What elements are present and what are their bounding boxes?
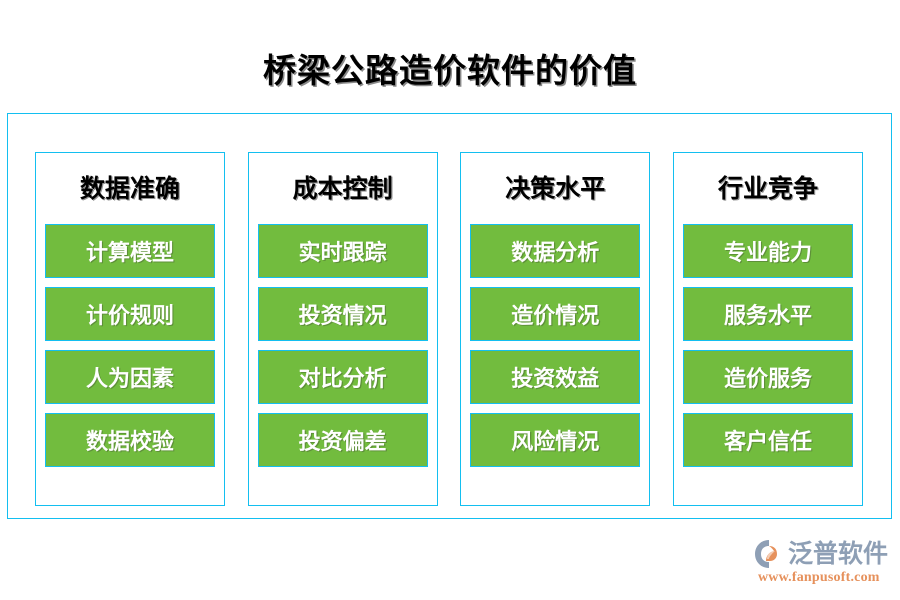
column-items: 实时跟踪 投资情况 对比分析 投资偏差: [249, 224, 437, 467]
item-box[interactable]: 专业能力: [682, 224, 853, 278]
item-box[interactable]: 投资偏差: [257, 413, 428, 467]
column-items: 计算模型 计价规则 人为因素 数据校验: [36, 224, 224, 467]
columns-container: 数据准确 计算模型 计价规则 人为因素 数据校验 成本控制 实时跟踪 投资情况 …: [35, 152, 863, 506]
watermark: 泛普软件 www.fanpusoft.com: [754, 538, 894, 590]
item-box[interactable]: 人为因素: [45, 350, 215, 404]
item-box[interactable]: 服务水平: [682, 287, 853, 341]
item-box[interactable]: 计算模型: [45, 224, 215, 278]
item-box[interactable]: 计价规则: [45, 287, 215, 341]
item-box[interactable]: 客户信任: [682, 413, 853, 467]
page-title: 桥梁公路造价软件的价值: [263, 54, 637, 90]
column-industry-competition: 行业竞争 专业能力 服务水平 造价服务 客户信任: [672, 152, 863, 506]
item-box[interactable]: 投资情况: [257, 287, 428, 341]
item-box[interactable]: 实时跟踪: [257, 224, 428, 278]
column-header: 决策水平: [505, 176, 606, 203]
fanpu-logo-icon: [754, 539, 784, 569]
watermark-url: www.fanpusoft.com: [758, 570, 880, 585]
column-header: 数据准确: [79, 176, 180, 203]
item-box[interactable]: 造价服务: [682, 350, 853, 404]
column-items: 专业能力 服务水平 造价服务 客户信任: [674, 224, 862, 467]
item-box[interactable]: 对比分析: [257, 350, 428, 404]
item-box[interactable]: 投资效益: [470, 350, 641, 404]
column-header: 行业竞争: [717, 176, 818, 203]
item-box[interactable]: 数据分析: [470, 224, 641, 278]
watermark-brand-row: 泛普软件: [754, 538, 888, 570]
item-box[interactable]: 风险情况: [470, 413, 641, 467]
column-cost-control: 成本控制 实时跟踪 投资情况 对比分析 投资偏差: [247, 152, 438, 506]
column-data-accuracy: 数据准确 计算模型 计价规则 人为因素 数据校验: [35, 152, 225, 506]
item-box[interactable]: 造价情况: [470, 287, 641, 341]
watermark-brand-text: 泛普软件: [788, 539, 889, 568]
column-items: 数据分析 造价情况 投资效益 风险情况: [461, 224, 649, 467]
column-decision-level: 决策水平 数据分析 造价情况 投资效益 风险情况: [460, 152, 651, 506]
item-box[interactable]: 数据校验: [45, 413, 215, 467]
column-header: 成本控制: [292, 176, 393, 203]
